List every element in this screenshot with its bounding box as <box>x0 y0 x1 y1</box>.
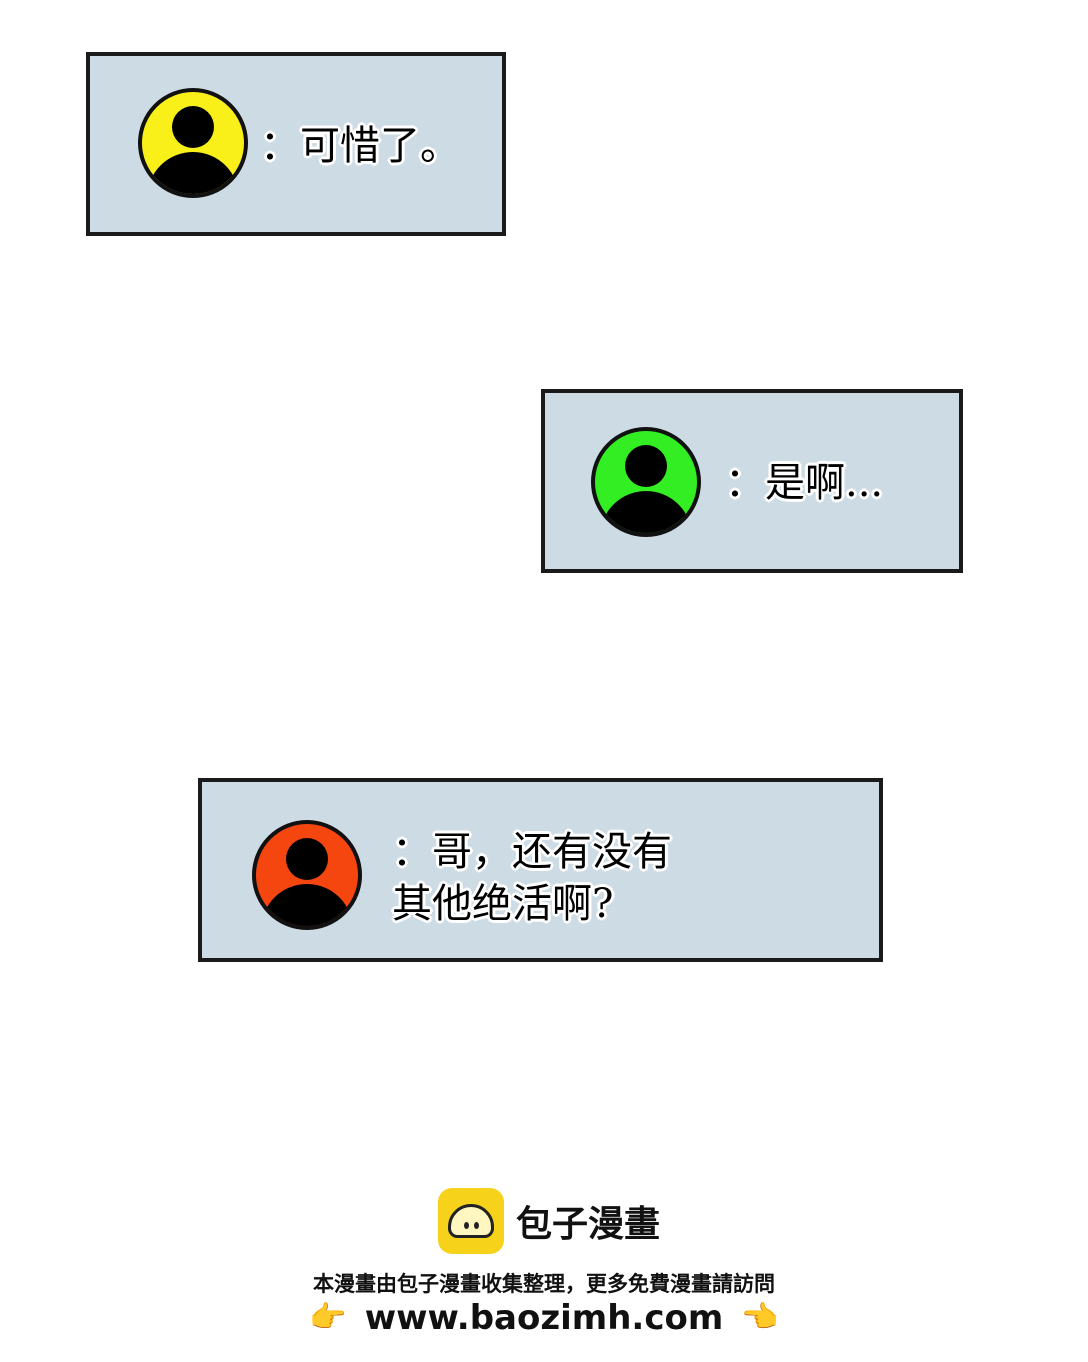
dialogue-panel-1: ：可惜了。 <box>86 52 506 236</box>
dialogue-text: ：是啊... <box>725 457 883 509</box>
dialogue-line: ：可惜了。 <box>260 123 460 169</box>
dialogue-line: ：是啊... <box>725 460 884 506</box>
dialogue-line: 其他绝活啊? <box>392 881 614 927</box>
site-logo[interactable]: 包子漫畫 <box>438 1188 660 1254</box>
steamed-bun-icon <box>438 1188 504 1254</box>
dialogue-panel-2: ：是啊... <box>541 389 963 573</box>
dialogue-text: ：可惜了。 <box>260 120 460 172</box>
avatar-icon-orange <box>252 820 362 930</box>
footer-note: 本漫畫由包子漫畫收集整理，更多免費漫畫請訪問 <box>313 1272 775 1296</box>
dialogue-panel-3: ：哥，还有没有 其他绝活啊? <box>198 778 883 962</box>
site-url-link[interactable]: www.baozimh.com <box>364 1298 724 1338</box>
avatar-icon-yellow <box>138 88 248 198</box>
pointing-right-hand-icon: 👉 <box>309 1300 347 1335</box>
dialogue-text: ：哥，还有没有 其他绝活啊? <box>392 826 672 930</box>
pointing-left-hand-icon: 👈 <box>741 1300 779 1335</box>
avatar-icon-green <box>591 427 701 537</box>
site-name: 包子漫畫 <box>516 1204 661 1245</box>
dialogue-line: ：哥，还有没有 <box>392 829 672 875</box>
footer-url-row: 👉 www.baozimh.com 👈 <box>0 1298 1088 1338</box>
